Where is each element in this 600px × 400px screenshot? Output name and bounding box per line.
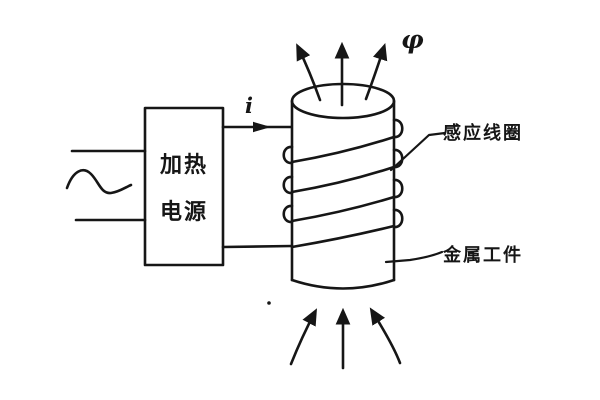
current-label: i xyxy=(245,93,253,118)
workpiece-cylinder xyxy=(290,82,396,290)
flux-arrows-top xyxy=(296,41,388,107)
flux-arrow-icon xyxy=(296,43,322,102)
current-arrowhead-icon xyxy=(253,121,271,133)
flux-label: φ xyxy=(401,25,424,54)
current-wire-top xyxy=(221,121,293,133)
flux-arrow-icon xyxy=(364,42,388,101)
flux-arrow-icon xyxy=(369,307,402,365)
power-source-box xyxy=(143,106,225,267)
sine-wave-icon xyxy=(65,169,133,195)
induction-coil-label: 感应线圈 xyxy=(443,123,523,143)
power-source-line1: 加热 xyxy=(159,152,208,177)
metal-workpiece-label: 金属工件 xyxy=(443,245,523,265)
induction-coil xyxy=(282,118,404,249)
power-source-label: 加热 电源 xyxy=(145,108,223,265)
power-source-line2: 电源 xyxy=(159,199,208,224)
ac-input-lines xyxy=(70,149,147,222)
flux-arrow-icon xyxy=(289,308,317,366)
flux-arrows-bottom xyxy=(289,307,402,370)
return-wire-bottom xyxy=(221,244,294,249)
coil-leader-line xyxy=(389,131,447,172)
speck-dot xyxy=(267,301,271,305)
workpiece-leader-line xyxy=(384,250,444,264)
